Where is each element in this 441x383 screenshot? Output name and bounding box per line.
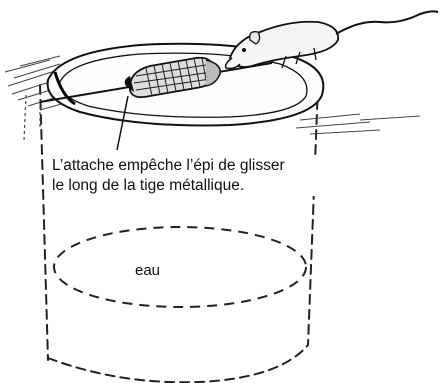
drips: [24, 95, 40, 140]
mouse-tail: [336, 11, 438, 34]
caption-line-1: L’attache empêche l’épi de glisser: [52, 156, 352, 176]
mouse: [226, 11, 438, 68]
water-label: eau: [135, 262, 160, 279]
mouse-eye: [242, 48, 246, 52]
caption-line-2: le long de la tige métallique.: [52, 176, 352, 196]
bucket: [40, 85, 318, 382]
bucket-right-wall: [308, 85, 318, 345]
bucket-bottom-front: [48, 345, 308, 382]
caption: L’attache empêche l’épi de glisser le lo…: [50, 156, 354, 196]
water-surface: [54, 227, 306, 307]
bucket-left-wall: [40, 85, 48, 360]
